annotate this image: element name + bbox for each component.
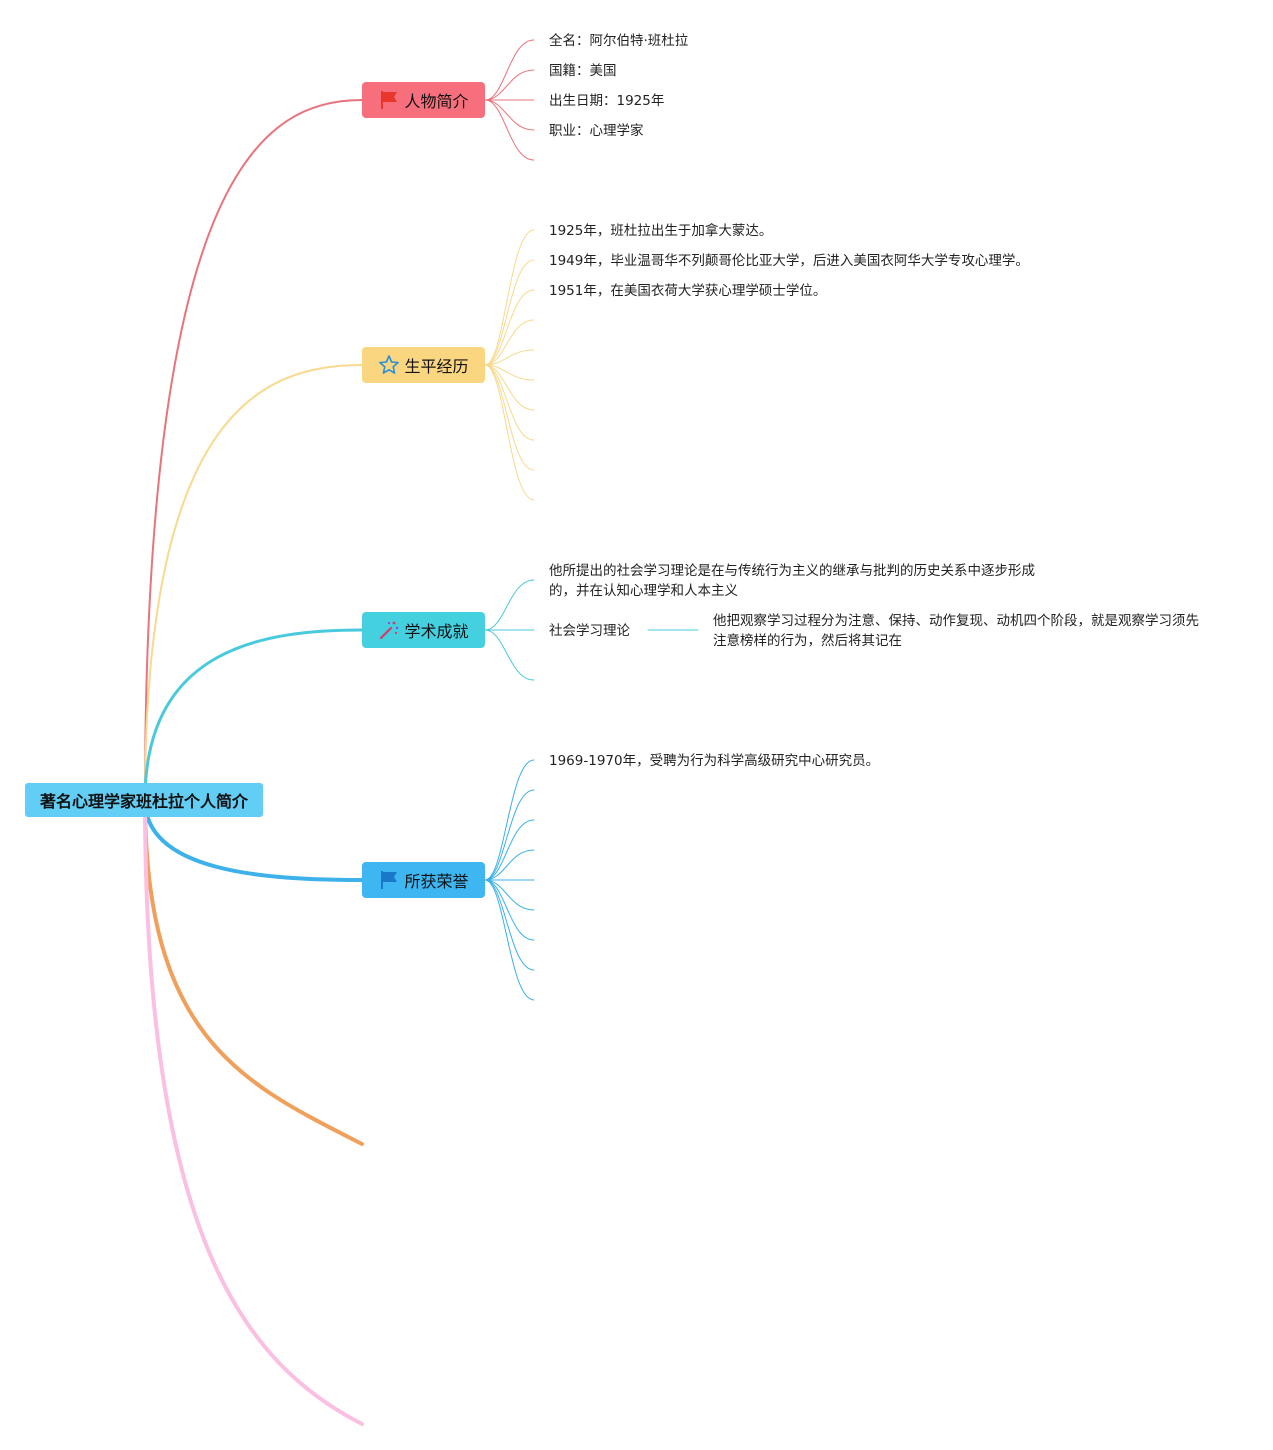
leaf-line: [484, 364, 535, 501]
leaf-line: [484, 759, 535, 881]
leaf-honor-1969[interactable]: 1969-1970年，受聘为行为科学高级研究中心研究员。: [549, 753, 880, 769]
leaf-life-1949[interactable]: 1949年，毕业温哥华不列颠哥伦比亚大学，后进入美国衣阿华大学专攻心理学。: [549, 253, 1029, 269]
root-node[interactable]: 著名心理学家班杜拉个人简介: [25, 783, 263, 817]
leaf-line: [484, 364, 535, 441]
branch-label: 学术成就: [404, 622, 469, 641]
leaf-occupation[interactable]: 职业：心理学家: [549, 123, 644, 139]
star-icon: [378, 354, 400, 376]
leaf-line: [484, 364, 535, 471]
leaf-line: [484, 879, 535, 1001]
branch-line: [143, 798, 364, 1426]
branch-line: [143, 798, 364, 882]
branch-profile[interactable]: 人物简介: [362, 82, 485, 118]
leaf-connector-lines: [484, 39, 699, 1001]
branch-life[interactable]: 生平经历: [362, 347, 485, 383]
magic-wand-icon: [378, 619, 400, 641]
leaf-line: [484, 259, 535, 366]
leaf-line: [484, 819, 535, 881]
leaf-life-1951[interactable]: 1951年，在美国衣荷大学获心理学硕士学位。: [549, 283, 827, 299]
leaf-line: [484, 99, 535, 161]
leaf-line: [484, 629, 535, 681]
branch-achievement[interactable]: 学术成就: [362, 612, 485, 648]
leaf-line: [484, 364, 535, 411]
leaf-social-learning[interactable]: 社会学习理论: [549, 623, 630, 639]
branch-label: 人物简介: [404, 92, 469, 111]
leaf-line: [484, 99, 535, 131]
leaf-nationality[interactable]: 国籍：美国: [549, 63, 617, 79]
branch-line: [143, 798, 364, 1146]
branch-label: 所获荣誉: [404, 872, 469, 891]
leaf-line: [484, 39, 535, 101]
blue-flag-icon: [378, 869, 400, 891]
leaf-line: [484, 789, 535, 881]
leaf-line: [484, 69, 535, 101]
leaf-line: [484, 349, 535, 366]
leaf-birth-date[interactable]: 出生日期：1925年: [549, 93, 665, 109]
root-label: 著名心理学家班杜拉个人简介: [39, 792, 248, 811]
leaf-theory-origin[interactable]: 他所提出的社会学习理论是在与传统行为主义的继承与批判的历史关系中逐步形成的，并在…: [549, 563, 1035, 599]
branch-honors[interactable]: 所获荣誉: [362, 862, 485, 898]
leaf-full-name[interactable]: 全名：阿尔伯特·班杜拉: [549, 33, 689, 49]
leaf-line: [484, 229, 535, 366]
root-branch-lines: [143, 99, 364, 1426]
leaf-life-1925[interactable]: 1925年，班杜拉出生于加拿大蒙达。: [549, 223, 773, 239]
leaf-observation-stages[interactable]: 他把观察学习过程分为注意、保持、动作复现、动机四个阶段，就是观察学习须先注意榜样…: [713, 613, 1199, 649]
branch-line: [143, 628, 364, 802]
branch-label: 生平经历: [404, 357, 469, 376]
red-flag-icon: [378, 89, 400, 111]
leaf-line: [484, 579, 535, 631]
leaf-line: [484, 879, 535, 971]
leaf-line: [484, 289, 535, 366]
leaf-line: [484, 879, 535, 941]
leaf-line: [484, 879, 535, 911]
branch-line: [144, 99, 363, 801]
leaf-line: [484, 319, 535, 366]
branch-line: [144, 364, 363, 801]
leaf-line: [484, 849, 535, 881]
